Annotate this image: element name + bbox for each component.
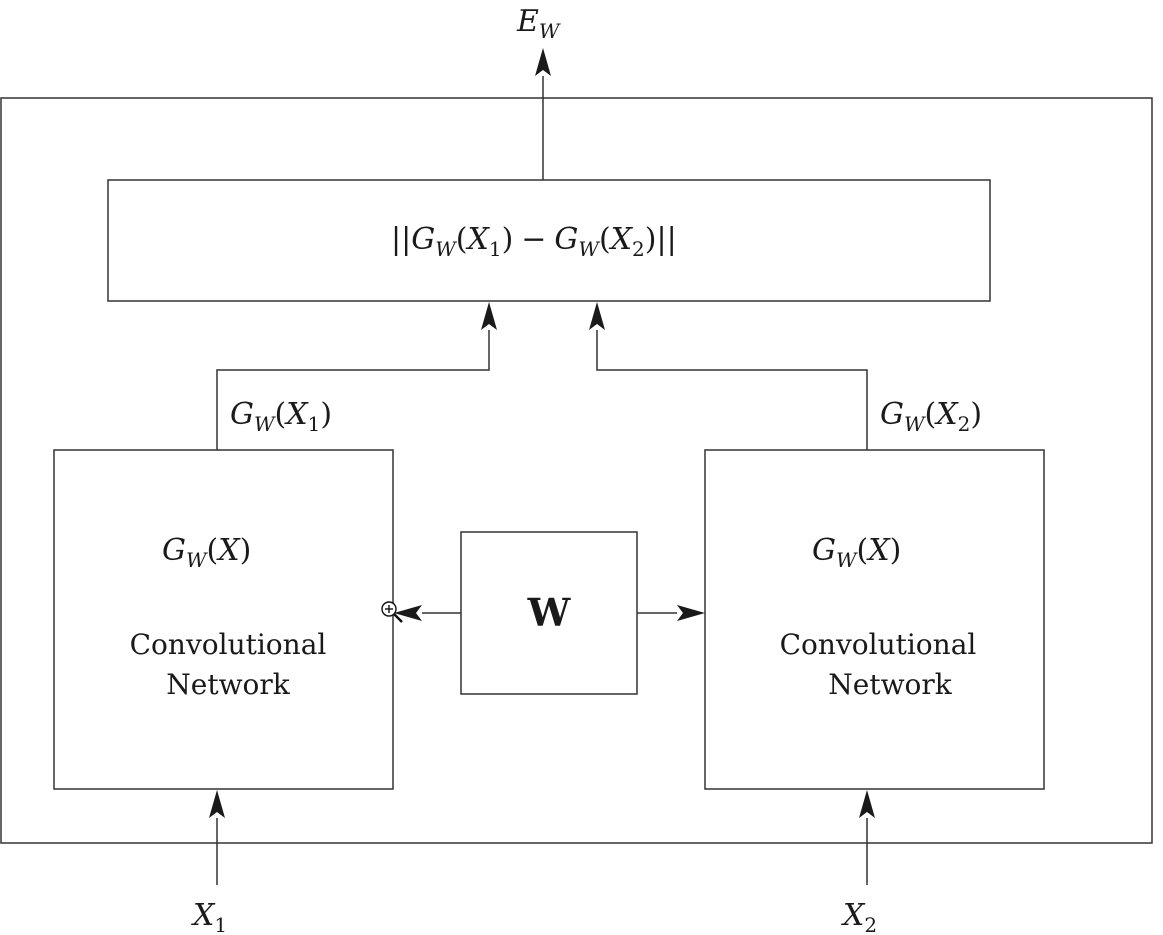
zoom-in-cursor-icon [381,601,403,623]
right-network-line2: Network [828,668,953,701]
distance-box [107,179,991,302]
left-input-arrowhead [209,790,225,818]
shared-weights-label: W [527,590,572,635]
right-output-label: GW(X2) [880,397,982,436]
output-label: EW [516,4,561,43]
weights-to-left-arrowhead [394,605,422,621]
output-arrowhead [535,48,551,76]
weights-to-right-arrowhead [677,605,705,621]
right-input-label: X2 [841,898,877,935]
left-input-label: X1 [191,898,227,935]
left-network-line2: Network [166,668,291,701]
right-network-line1: Convolutional [780,628,977,661]
system-frame [0,97,1153,844]
left-network-box [53,449,394,790]
left-to-distance-edge [216,330,490,450]
distance-formula: ||GW(X1)−GW(X2)|| [391,222,677,261]
right-network-box [704,449,1045,790]
left-network-line1: Convolutional [130,628,327,661]
right-input-arrowhead [859,790,875,818]
right-to-distance-arrowhead [589,302,605,330]
right-network-formula: GW(X) [812,533,901,572]
right-to-distance-edge [596,330,868,450]
left-network-formula: GW(X) [162,533,251,572]
left-to-distance-arrowhead [481,302,497,330]
left-output-label: GW(X1) [230,397,332,436]
